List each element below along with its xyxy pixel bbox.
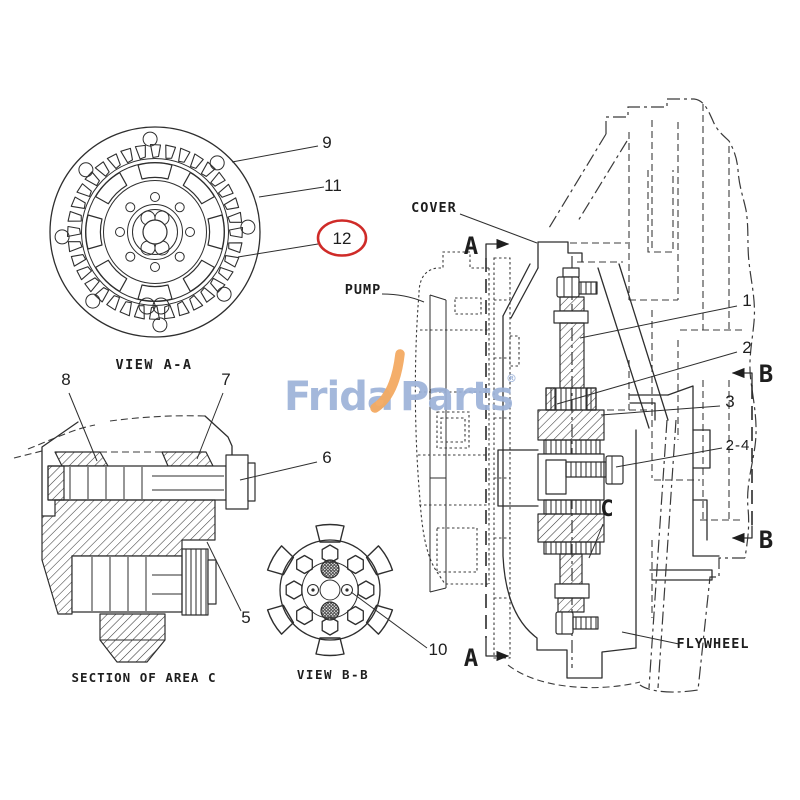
leader-10 [350, 591, 428, 649]
leader-1 [579, 305, 738, 339]
leader-2-4 [615, 447, 723, 468]
watermark-swoosh [370, 349, 405, 413]
callout-9: 9 [322, 133, 331, 152]
leader-6 [239, 461, 318, 481]
leader-12 [237, 243, 319, 258]
section-c-shaft-end [99, 613, 166, 663]
cross-section-drawing: A A B B COVER PUMP FLYWHEEL C 1 2 3 2-4 [345, 98, 773, 693]
section-c-drawing: 8 7 6 5 SECTION OF AREA C [13, 370, 332, 685]
gear-lower [537, 513, 605, 543]
callout-6: 6 [322, 448, 331, 467]
highlight-circle-12 [316, 219, 368, 257]
bottom-bolt [555, 611, 574, 635]
view-bb-drawing: 10 VIEW B-B [265, 523, 448, 682]
view-aa-hub [127, 204, 183, 315]
leader-flywheel [621, 631, 680, 645]
section-letter-a-bottom: A [464, 644, 479, 672]
section-line-b: B B [731, 360, 773, 554]
leader-2 [556, 351, 738, 405]
leader-9 [231, 145, 319, 163]
pump-label: PUMP [345, 282, 382, 298]
bearing-race-right [161, 451, 214, 467]
leader-7 [196, 392, 224, 460]
leader-c [588, 523, 604, 559]
callout-3: 3 [725, 392, 734, 411]
callout-7: 7 [221, 370, 230, 389]
callout-1: 1 [742, 291, 751, 310]
view-bb-lobes [265, 523, 395, 657]
hub-left-plate [497, 449, 539, 507]
upper-shaft [559, 322, 585, 389]
section-c-pin [47, 454, 256, 510]
clutch-disc-lines [429, 294, 447, 593]
leader-5 [206, 541, 242, 612]
watermark-registered: ® [506, 372, 517, 385]
pump-outline [414, 251, 490, 585]
view-aa-drawing: 9 11 12 VIEW A-A [49, 126, 368, 373]
section-letter-b-bottom: B [759, 526, 773, 554]
section-c-lower-cylinder [71, 548, 217, 616]
adapter-plate [493, 257, 520, 659]
housing-hidden-lines [570, 104, 746, 618]
top-bolt [556, 276, 580, 298]
section-c-caption: SECTION OF AREA C [72, 670, 217, 685]
bearing-race-left [54, 451, 109, 467]
section-letter-b-top: B [759, 360, 773, 388]
callout-11: 11 [324, 176, 342, 195]
cover-label: COVER [411, 200, 457, 216]
callout-10: 10 [429, 640, 448, 659]
leader-11 [258, 186, 325, 198]
section-line-a: A A [464, 232, 510, 672]
view-aa-inner-bolt-holes [115, 192, 195, 272]
view-aa-segment-ring [85, 162, 225, 302]
section-letter-a-top: A [464, 232, 479, 260]
leader-pump [381, 293, 425, 303]
callout-2-4: 2-4 [726, 437, 751, 454]
watermark-suffix: Parts [400, 374, 513, 420]
shaft-assembly [497, 256, 624, 668]
housing-outline [605, 98, 757, 559]
section-letter-c: C [600, 497, 613, 522]
flywheel-outline [629, 385, 720, 689]
callout-8: 8 [61, 370, 70, 389]
watermark-prefix: Frida [284, 374, 393, 420]
leader-cover [459, 213, 538, 244]
side-bolt [605, 455, 624, 485]
watermark: Frida Parts ® [284, 349, 517, 420]
view-aa-rim-bolt-holes [54, 131, 256, 333]
view-bb-caption: VIEW B-B [297, 667, 369, 682]
leader-3 [600, 405, 721, 416]
view-bb-nuts [285, 544, 375, 636]
callout-12: 12 [333, 229, 352, 248]
view-bb-center-details [307, 559, 353, 621]
flywheel-label: FLYWHEEL [676, 636, 749, 652]
view-aa-caption: VIEW A-A [115, 357, 192, 373]
callout-5: 5 [241, 608, 250, 627]
gear-upper [537, 409, 605, 441]
cover-outline [502, 241, 669, 689]
leader-8 [68, 392, 98, 462]
callout-2: 2 [742, 338, 751, 357]
